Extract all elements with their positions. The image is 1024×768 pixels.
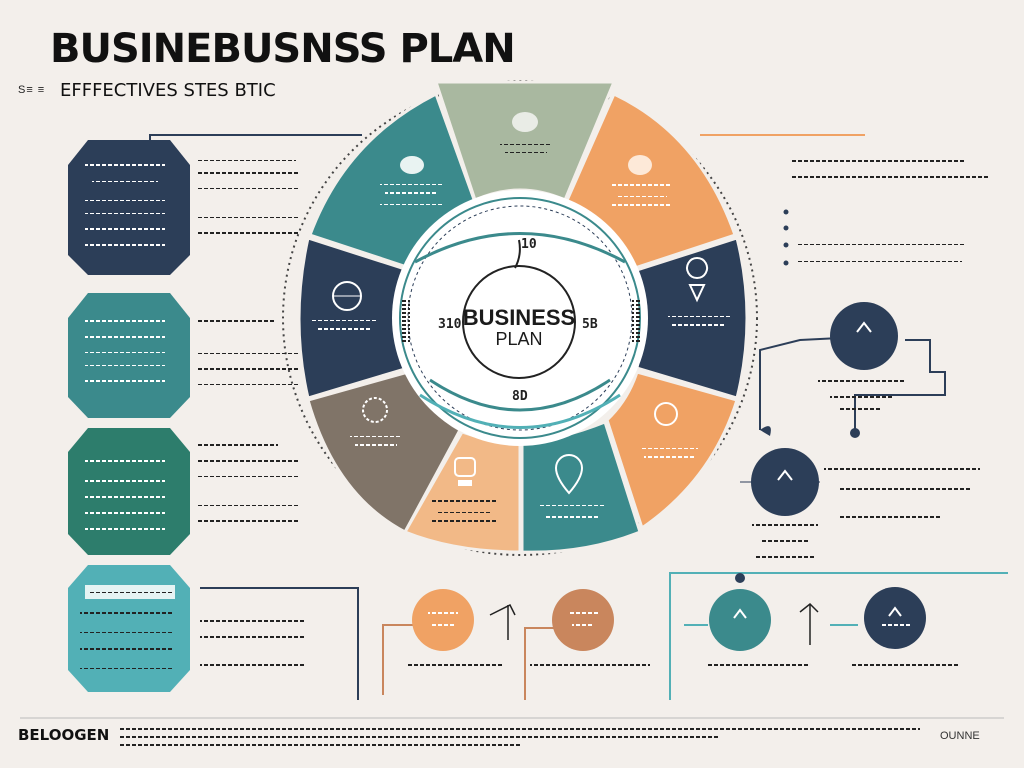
dome-icon: [500, 112, 552, 153]
footer-tag: OUNNE: [940, 730, 980, 742]
center-circle: [462, 265, 576, 379]
center-line-1: BUSINESS: [463, 305, 575, 330]
left-cards: [68, 140, 190, 692]
chevron-up-icon: [777, 469, 793, 481]
right-process-flow: [740, 302, 980, 558]
trophy-icon: [432, 457, 496, 523]
globe-icon: [312, 281, 378, 331]
left-card-1: [68, 140, 190, 275]
bottom-circle-orange: [412, 589, 474, 651]
bottom-circle-brown: [552, 589, 614, 651]
dome-icon: [380, 156, 442, 205]
dome-icon: [612, 155, 672, 207]
inner-arc-2: [419, 393, 621, 429]
chevron-up-icon: [733, 608, 747, 619]
footer-band: [20, 717, 1004, 746]
inner-disc: [392, 190, 648, 446]
inner-arc-3: [414, 232, 626, 264]
subtitle-mark: S≡ ≡: [18, 84, 46, 96]
footer-brand: BELOOGEN: [18, 726, 110, 744]
left-card-3: [68, 428, 190, 555]
bottom-circle-navy: [864, 587, 926, 649]
center-line-2: PLAN: [495, 329, 542, 349]
page-title: BUSINEBUSNSS PLAN: [50, 26, 516, 72]
center-num-left: 310: [438, 317, 462, 332]
left-text-blocks: [198, 158, 359, 700]
center-num-right: 5B: [582, 317, 598, 332]
left-card-2: [68, 293, 190, 418]
right-top-text: [783, 158, 998, 266]
segment-contents: [312, 112, 730, 523]
stem-icon: [514, 239, 521, 269]
bottom-circle-teal: [709, 589, 771, 651]
dome-icon: [640, 402, 698, 459]
bottom-center-process: [382, 589, 650, 700]
segment-orange-right: [605, 370, 739, 531]
location-pin-icon: [668, 257, 730, 327]
inner-arc-1: [429, 378, 611, 412]
center-num-top: 10: [521, 237, 537, 252]
gear-icon: [350, 397, 402, 447]
map-pin-icon: [540, 453, 604, 518]
chevron-up-icon: [856, 321, 872, 333]
bottom-right-process: [669, 572, 1008, 700]
left-card-4: [68, 565, 190, 692]
chevron-up-icon: [888, 606, 902, 617]
page-subtitle: EFFFECTIVES STES BTIC: [60, 80, 276, 101]
center-num-bottom: 8D: [512, 389, 528, 404]
right-circle-1: [830, 302, 898, 370]
